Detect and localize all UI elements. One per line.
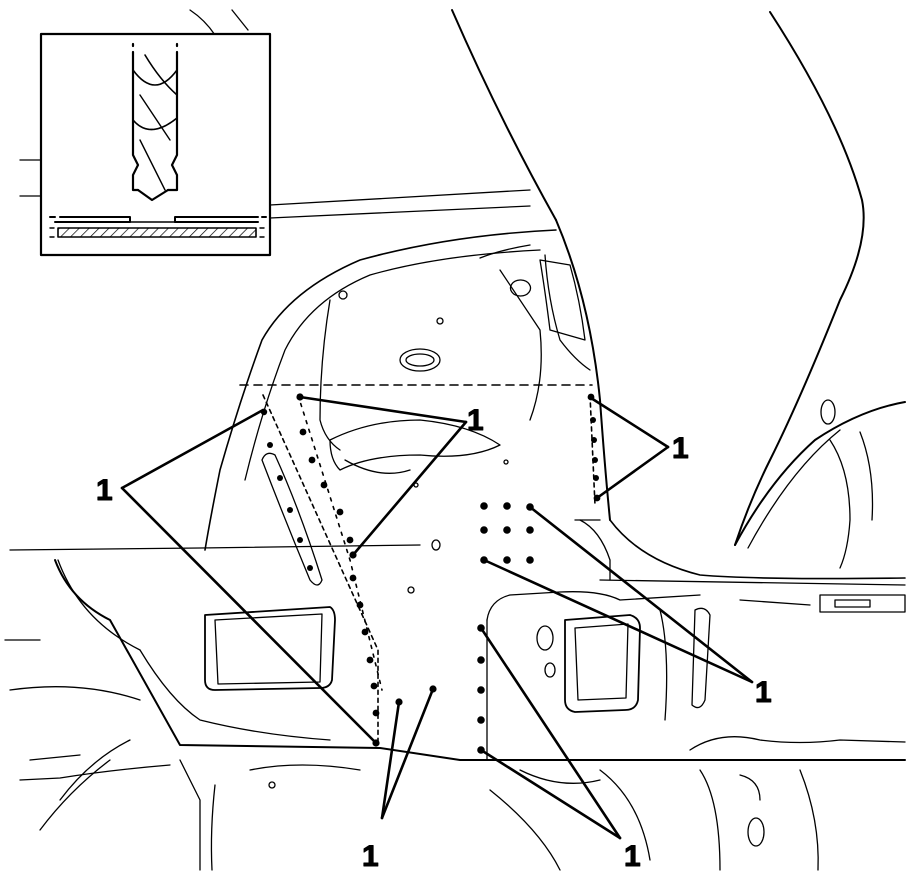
callout-label: 1 [624,840,641,873]
callout-label: 1 [362,840,379,873]
callout-leaders [120,395,754,840]
callout-label: 1 [755,676,772,709]
callout-label: 1 [467,404,484,437]
drill-bit-icon [131,42,179,202]
callout-labels: 1 1 1 1 1 1 [96,404,773,874]
weld-spots [260,393,601,754]
drill-inset [39,32,272,257]
body-panel-linework [4,9,906,871]
sheet-layers [49,216,267,238]
callout-label: 1 [672,432,689,465]
cut-lines [239,384,596,746]
callout-label: 1 [96,474,113,507]
